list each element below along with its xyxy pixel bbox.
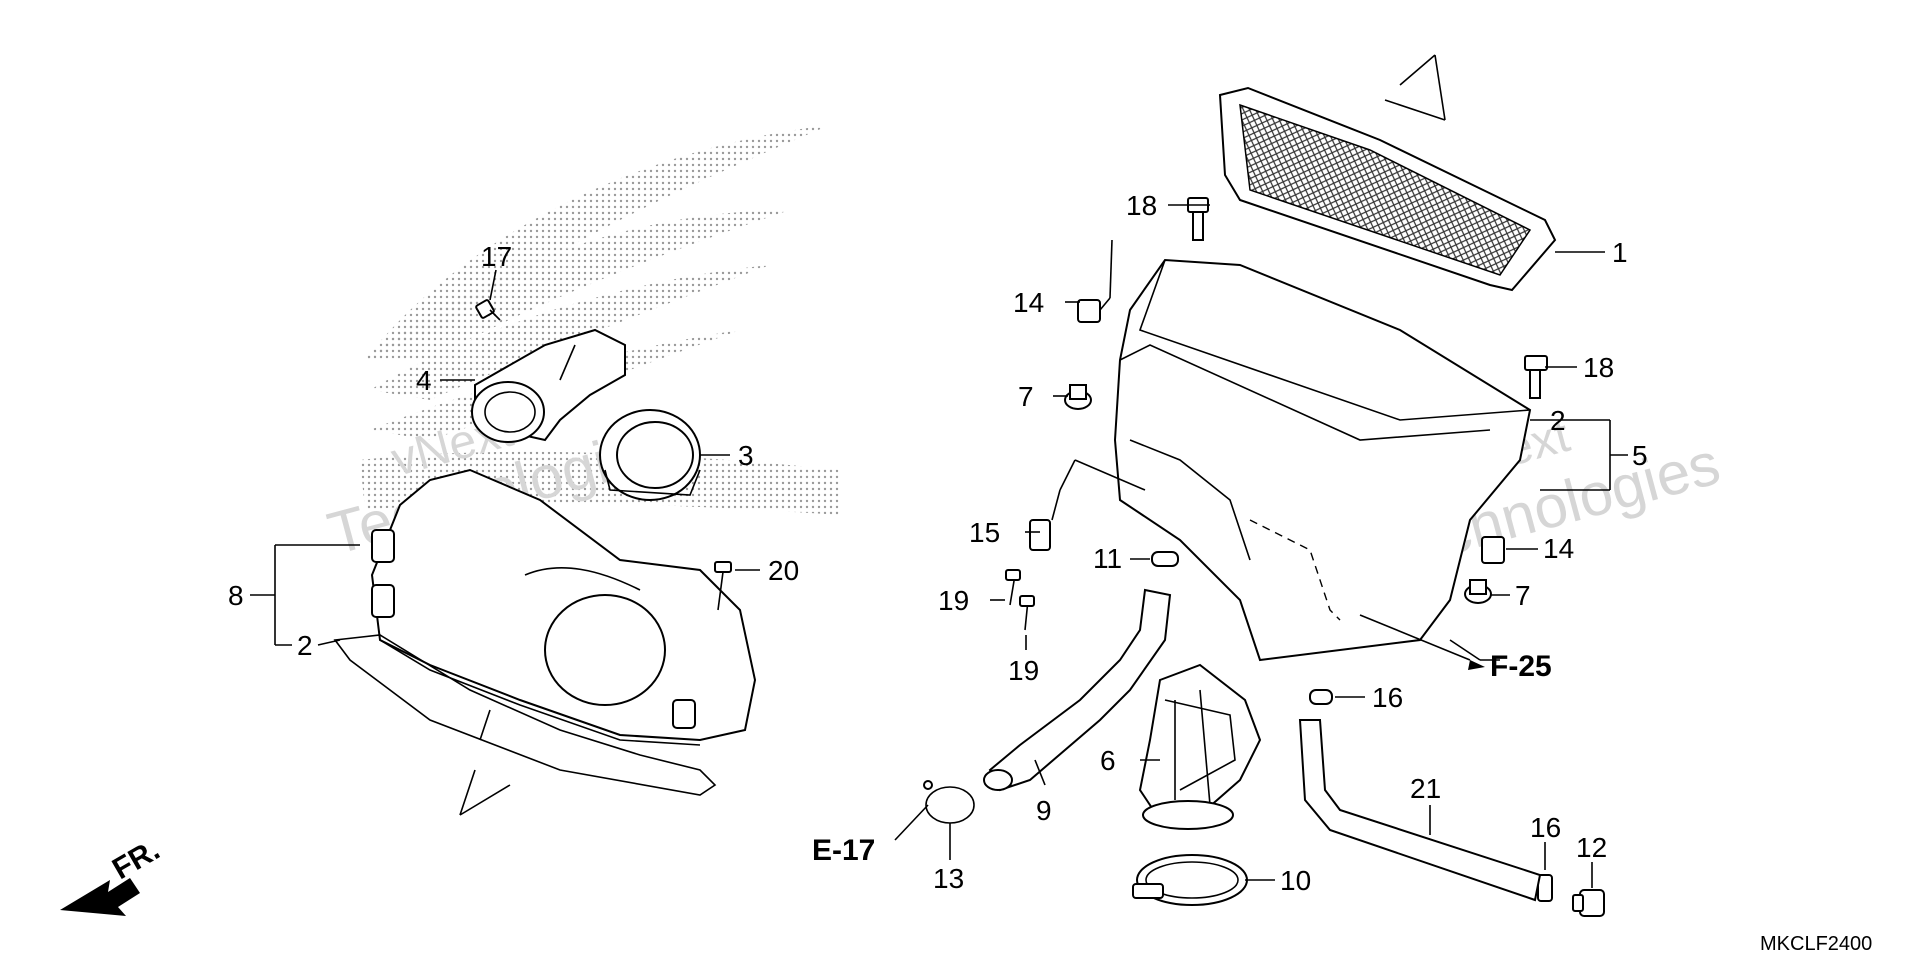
part-drain-tube-21[interactable] [1298,719,1542,902]
callout-10: 10 [1280,865,1311,896]
part-screw-17[interactable] [475,299,501,321]
part-clip-11[interactable] [1151,551,1179,567]
callout-17: 17 [481,241,512,272]
callout-5: 5 [1632,440,1648,471]
callout-12: 12 [1576,832,1607,863]
part-air-filter[interactable] [1218,54,1557,292]
callout-2-left: 2 [297,630,313,661]
callout-1: 1 [1612,237,1628,268]
part-collar-7-left[interactable] [1064,384,1092,410]
leader-lines [250,204,1628,888]
callout-19-b: 19 [1008,655,1039,686]
part-screw-20[interactable] [714,561,732,611]
callout-6: 6 [1100,745,1116,776]
callout-13: 13 [933,863,964,894]
part-band-10[interactable] [1132,854,1248,906]
callout-11: 11 [1093,543,1122,574]
callout-labels: 1 2 2 3 4 5 6 7 7 8 9 10 11 12 13 14 14 … [228,190,1648,896]
part-collar-7-right[interactable] [1464,579,1492,604]
part-clip-16-upper[interactable] [1309,689,1333,705]
callout-14-left: 14 [1013,287,1044,318]
front-label: FR. [107,833,165,886]
callout-18-upper: 18 [1126,190,1157,221]
callout-14-right: 14 [1543,533,1574,564]
ref-label-e17[interactable]: E-17 [812,834,875,867]
callout-9: 9 [1036,795,1052,826]
ref-arrow-f25 [1359,614,1485,670]
callout-4: 4 [416,365,432,396]
drawing-code: MKCLF2400 [1760,933,1872,955]
part-sensor-15[interactable] [1029,489,1061,551]
part-intake-duct-6[interactable] [1138,663,1262,830]
callout-7-left: 7 [1018,381,1034,412]
callout-3: 3 [738,440,754,471]
ref-label-f25[interactable]: F-25 [1490,650,1552,683]
callout-8: 8 [228,580,244,611]
part-tube-9[interactable] [983,588,1172,792]
callout-20: 20 [768,555,799,586]
callout-15: 15 [969,517,1000,548]
part-funnel[interactable] [471,328,626,443]
callout-2-right: 2 [1550,405,1566,436]
callout-16-upper: 16 [1372,682,1403,713]
part-left-cover[interactable] [370,468,757,746]
part-grommet-14-left[interactable] [1077,299,1101,323]
part-air-cleaner-case[interactable] [1113,258,1532,662]
part-cap-12[interactable] [1572,889,1605,917]
part-seal-left[interactable] [333,634,717,816]
callout-7-right: 7 [1515,580,1531,611]
part-screw-19-a[interactable] [1005,569,1021,606]
callout-19-a: 19 [938,585,969,616]
front-arrow-icon [60,878,140,916]
callout-21: 21 [1410,773,1441,804]
part-grommet-14-right[interactable] [1481,536,1505,564]
part-bolt-18-right[interactable] [1524,355,1548,399]
part-band[interactable] [599,409,701,501]
callout-18-right: 18 [1583,352,1614,383]
part-screw-19-b[interactable] [1019,595,1035,631]
callout-16-lower: 16 [1530,812,1561,843]
part-clamp-13[interactable] [923,780,975,824]
